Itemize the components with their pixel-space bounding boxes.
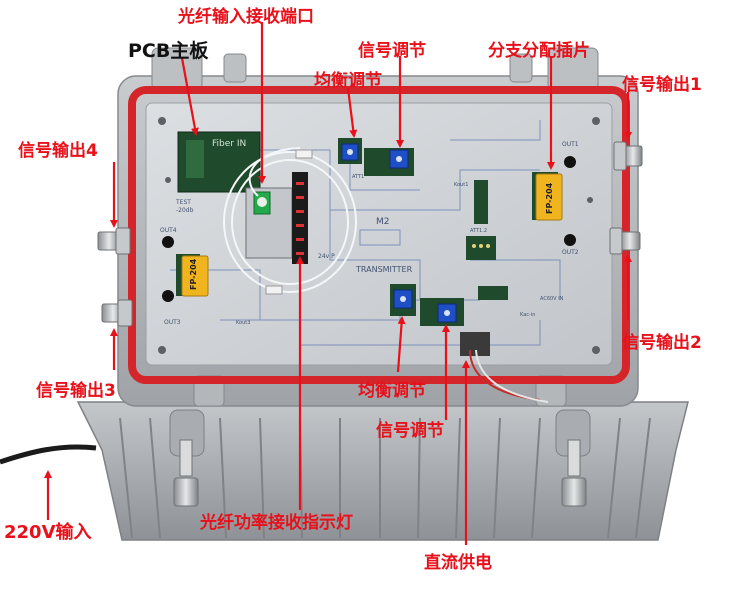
label-output4: 信号输出4	[18, 141, 98, 161]
label-equalizer-bottom: 均衡调节	[358, 381, 426, 401]
label-output1: 信号输出1	[622, 75, 702, 95]
board-text-out3: OUT3	[164, 319, 181, 326]
board-text-m2: M2	[376, 217, 390, 227]
label-power-input: 220V输入	[4, 522, 92, 543]
board-text-transmitter: TRANSMITTER	[355, 265, 413, 274]
lid-bolt-right	[561, 439, 587, 507]
label-signal-adjust-top: 信号调节	[358, 41, 426, 61]
board-text-out1: OUT1	[562, 141, 579, 148]
fp204-right: FP-204	[532, 172, 563, 221]
equalizer-pot-bottom	[390, 284, 416, 316]
power-cable	[0, 444, 97, 465]
board-text-kout3: Kout3	[236, 320, 250, 326]
connector-output4	[97, 227, 131, 255]
annotation-arrows	[44, 22, 632, 545]
fiber-clip-left	[295, 149, 313, 159]
optical-receiver: 24v P	[245, 172, 335, 264]
connector-output3	[101, 299, 133, 327]
att-module: ATT1.2	[466, 228, 496, 260]
label-output3: 信号输出3	[36, 381, 116, 401]
fp204-right-text: FP-204	[545, 182, 554, 214]
fp204-left-text: FP-204	[189, 258, 198, 290]
board-text-test-db: -20db	[176, 207, 194, 214]
ac-connector	[478, 286, 508, 300]
label-dc-power: 直流供电	[424, 553, 492, 573]
board-text-fiber-in: Fiber IN	[212, 139, 246, 149]
label-equalizer-top: 均衡调节	[314, 71, 382, 91]
connector-output2	[609, 227, 641, 255]
board-text-out2: OUT2	[562, 249, 579, 256]
fiber-clip-bottom	[265, 285, 283, 295]
fp204-left: FP-204	[176, 254, 209, 297]
signal-pot-top: ATT1	[352, 148, 414, 180]
board-text-kout1: Kout1	[454, 182, 468, 188]
label-pcb-board: PCB主板	[128, 40, 209, 62]
board-text-kac-in: Kac-in	[520, 312, 535, 318]
pcb-strip-center	[474, 180, 488, 224]
board-text-att2: ATT1.2	[470, 228, 487, 234]
label-optical-indicator: 光纤功率接收指示灯	[200, 513, 353, 533]
label-fiber-input-port: 光纤输入接收端口	[178, 7, 314, 27]
board-text-ac60v: AC60V IN	[540, 296, 564, 302]
label-output2: 信号输出2	[622, 333, 702, 353]
board-text-test: TEST	[175, 199, 191, 206]
board-text-24v: 24v P	[318, 253, 335, 260]
port-holes	[162, 156, 576, 302]
board-text-att1: ATT1	[352, 174, 364, 180]
lid-bolt-left	[173, 439, 199, 507]
board-text-out4: OUT4	[160, 227, 177, 234]
equalizer-pot-top	[338, 138, 362, 164]
dc-power-terminal	[460, 332, 549, 403]
label-signal-adjust-bottom: 信号调节	[376, 421, 444, 441]
fiber-loop	[223, 147, 357, 293]
label-splitter-plugin: 分支分配插片	[488, 41, 590, 61]
board-screws	[158, 117, 600, 354]
housing-lid	[76, 401, 689, 541]
connector-output1	[613, 141, 643, 171]
signal-pot-bottom: Kac-in	[420, 298, 535, 326]
